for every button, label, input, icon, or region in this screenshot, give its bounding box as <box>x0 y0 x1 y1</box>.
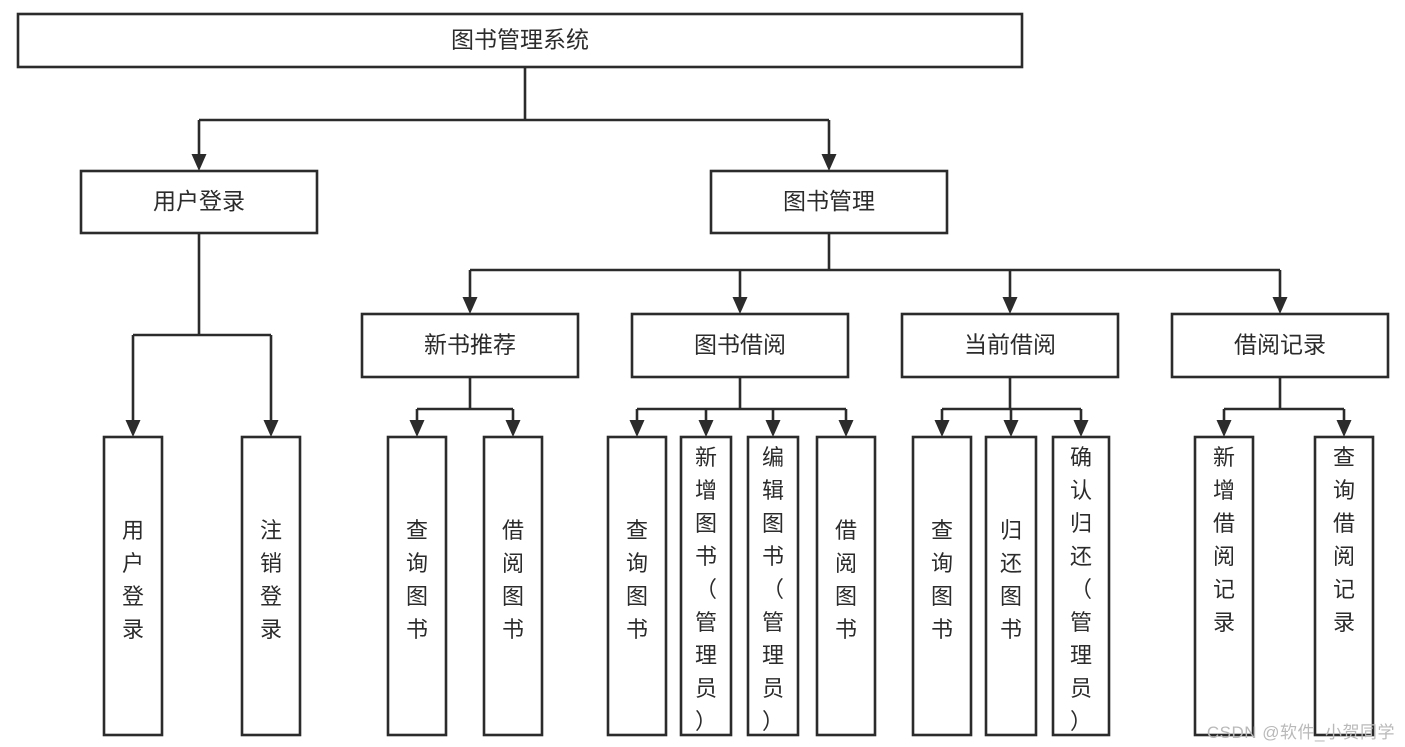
node-leaf-query-book-1[interactable]: 查询图书 <box>386 435 448 737</box>
arrow-head-icon <box>409 420 425 437</box>
node-leaf-edit-book[interactable]: 编辑图书（管理员） <box>746 435 800 737</box>
arrow-head-icon <box>1003 420 1019 437</box>
arrow-head-icon <box>1272 297 1288 314</box>
node-label: 借阅图书 <box>835 518 857 642</box>
node-label: 图书管理系统 <box>451 27 589 53</box>
arrow-head-icon <box>732 297 748 314</box>
node-leaf-borrow-book-2[interactable]: 借阅图书 <box>815 435 877 737</box>
arrow-head-icon <box>1336 420 1352 437</box>
node-leaf-logout[interactable]: 注销登录 <box>240 435 302 737</box>
node-label: 归还图书 <box>1000 518 1022 642</box>
node-leaf-query-book-3[interactable]: 查询图书 <box>911 435 973 737</box>
node-label: 用户登录 <box>153 188 245 214</box>
arrow-head-icon <box>934 420 950 437</box>
node-label: 新书推荐 <box>424 332 516 358</box>
node-label: 注销登录 <box>260 518 282 642</box>
node-leaf-user-login[interactable]: 用户登录 <box>102 435 164 737</box>
node-label: 借阅图书 <box>502 518 524 642</box>
node-label: 查询图书 <box>931 518 953 642</box>
node-borrow-record[interactable]: 借阅记录 <box>1170 312 1390 379</box>
node-label: 新增图书（管理员） <box>695 445 717 734</box>
node-label: 确认归还（管理员） <box>1070 445 1092 734</box>
node-layer: 图书管理系统用户登录图书管理新书推荐图书借阅当前借阅借阅记录用户登录注销登录查询… <box>16 12 1390 737</box>
node-label: 借阅记录 <box>1234 332 1326 358</box>
node-leaf-add-record[interactable]: 新增借阅记录 <box>1193 435 1255 737</box>
node-root-图书管理系统[interactable]: 图书管理系统 <box>16 12 1024 69</box>
arrow-head-icon <box>191 154 207 171</box>
node-leaf-confirm-return[interactable]: 确认归还（管理员） <box>1051 435 1111 737</box>
node-label: 新增借阅记录 <box>1213 445 1235 635</box>
arrow-head-icon <box>125 420 141 437</box>
arrow-head-icon <box>838 420 854 437</box>
node-leaf-add-book[interactable]: 新增图书（管理员） <box>679 435 733 737</box>
arrow-head-icon <box>765 420 781 437</box>
node-new-book-recommend[interactable]: 新书推荐 <box>360 312 580 379</box>
node-user-login[interactable]: 用户登录 <box>79 169 319 235</box>
arrow-head-icon <box>698 420 714 437</box>
node-label: 图书借阅 <box>694 332 786 358</box>
node-current-borrow[interactable]: 当前借阅 <box>900 312 1120 379</box>
node-label: 查询图书 <box>626 518 648 642</box>
arrow-head-icon <box>263 420 279 437</box>
node-label: 编辑图书（管理员） <box>762 445 784 734</box>
arrow-head-icon <box>505 420 521 437</box>
node-label: 当前借阅 <box>964 332 1056 358</box>
node-leaf-borrow-book-1[interactable]: 借阅图书 <box>482 435 544 737</box>
arrow-head-icon <box>1216 420 1232 437</box>
node-label: 用户登录 <box>122 518 144 642</box>
node-book-borrow[interactable]: 图书借阅 <box>630 312 850 379</box>
arrow-head-icon <box>629 420 645 437</box>
arrow-head-icon <box>462 297 478 314</box>
node-label: 图书管理 <box>783 188 875 214</box>
node-label: 查询借阅记录 <box>1333 445 1355 635</box>
arrow-head-icon <box>1002 297 1018 314</box>
arrow-head-icon <box>821 154 837 171</box>
node-label: 查询图书 <box>406 518 428 642</box>
node-leaf-return-book[interactable]: 归还图书 <box>984 435 1038 737</box>
connector-layer <box>125 67 1352 437</box>
csdn-watermark: CSDN @软件_小贺同学 <box>1206 723 1395 742</box>
node-leaf-query-book-2[interactable]: 查询图书 <box>606 435 668 737</box>
node-leaf-query-record[interactable]: 查询借阅记录 <box>1313 435 1375 737</box>
arrow-head-icon <box>1073 420 1089 437</box>
node-book-manage[interactable]: 图书管理 <box>709 169 949 235</box>
